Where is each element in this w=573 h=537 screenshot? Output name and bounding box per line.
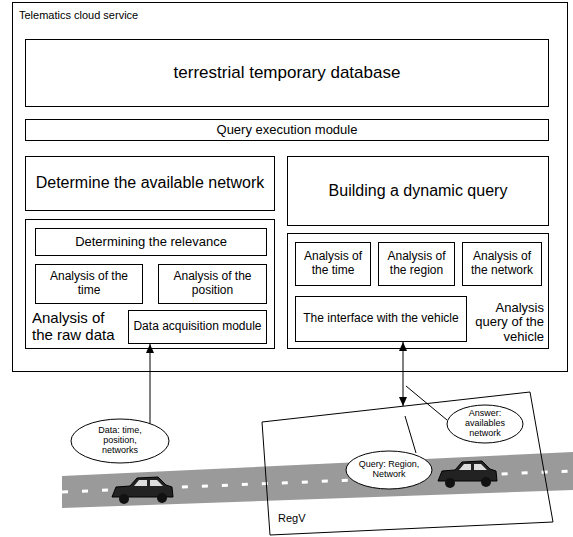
process-box: Analysis of the region: [378, 242, 455, 286]
node-label: Determine the available network: [36, 174, 265, 192]
module-box: Query execution module: [25, 119, 549, 141]
node-label: Data acquisition module: [133, 320, 261, 334]
connector-arrow: [399, 342, 407, 406]
callout-ellipse: Data: time, position, networks: [70, 418, 170, 464]
node-label: Answer: availables network: [457, 409, 513, 439]
region-outline: RegV: [258, 390, 555, 537]
node-label: Analysis of the position: [163, 270, 262, 298]
node-label: Query execution module: [217, 123, 358, 138]
process-box: Building a dynamic query: [287, 156, 549, 226]
group-box: Analysis of the raw data Determining the …: [25, 219, 275, 349]
process-box: Determining the relevance: [35, 228, 267, 256]
outline: [447, 405, 523, 443]
node-label: Analysis of the time: [40, 270, 138, 298]
process-box: Analysis of the position: [158, 264, 267, 304]
callout-ellipse: Query: Region, Network: [345, 450, 433, 490]
node-label: Data: time, position, networks: [84, 426, 156, 456]
process-box: Analysis of the network: [462, 242, 542, 286]
callout-ellipse: Answer: availables network: [446, 404, 524, 444]
node-label: Query: Region, Network: [357, 460, 420, 480]
group-box: Analysis query of the vehicle Analysis of…: [287, 233, 549, 349]
node-label: Analysis of the time: [300, 250, 366, 278]
node-label: RegV: [278, 512, 306, 525]
node-label: Analysis of the region: [383, 250, 450, 278]
outline: [71, 419, 169, 463]
database-box: terrestrial temporary database: [25, 39, 549, 107]
node-label: Telematics cloud service: [19, 9, 138, 22]
module-box: Data acquisition module: [128, 310, 267, 344]
connector-line: [150, 344, 151, 424]
process-box: Analysis of the time: [295, 242, 371, 286]
car-left: [112, 477, 173, 504]
node-label: Analysis of the raw data: [32, 310, 124, 343]
connector-line: [403, 342, 404, 406]
node-label: Determining the relevance: [75, 235, 227, 250]
outline: [262, 392, 553, 535]
node-label: The interface with the vehicle: [303, 312, 458, 326]
leader-line: [405, 416, 416, 453]
node-label: Analysis query of the vehicle: [466, 301, 544, 344]
arrowhead: [399, 342, 407, 351]
outline: [346, 451, 432, 489]
node-label: terrestrial temporary database: [174, 63, 401, 83]
interface-box: The interface with the vehicle: [295, 296, 467, 342]
arrowhead: [399, 397, 407, 406]
connector-arrow: [146, 344, 154, 424]
leader-line: [406, 386, 447, 420]
process-box: Analysis of the time: [35, 264, 143, 304]
node-label: Building a dynamic query: [329, 182, 508, 200]
process-box: Determine the available network: [25, 156, 275, 211]
car-right: [438, 461, 497, 488]
node-label: Analysis of the network: [467, 250, 537, 278]
cloud-service-frame: Telematics cloud service terrestrial temp…: [12, 2, 568, 372]
